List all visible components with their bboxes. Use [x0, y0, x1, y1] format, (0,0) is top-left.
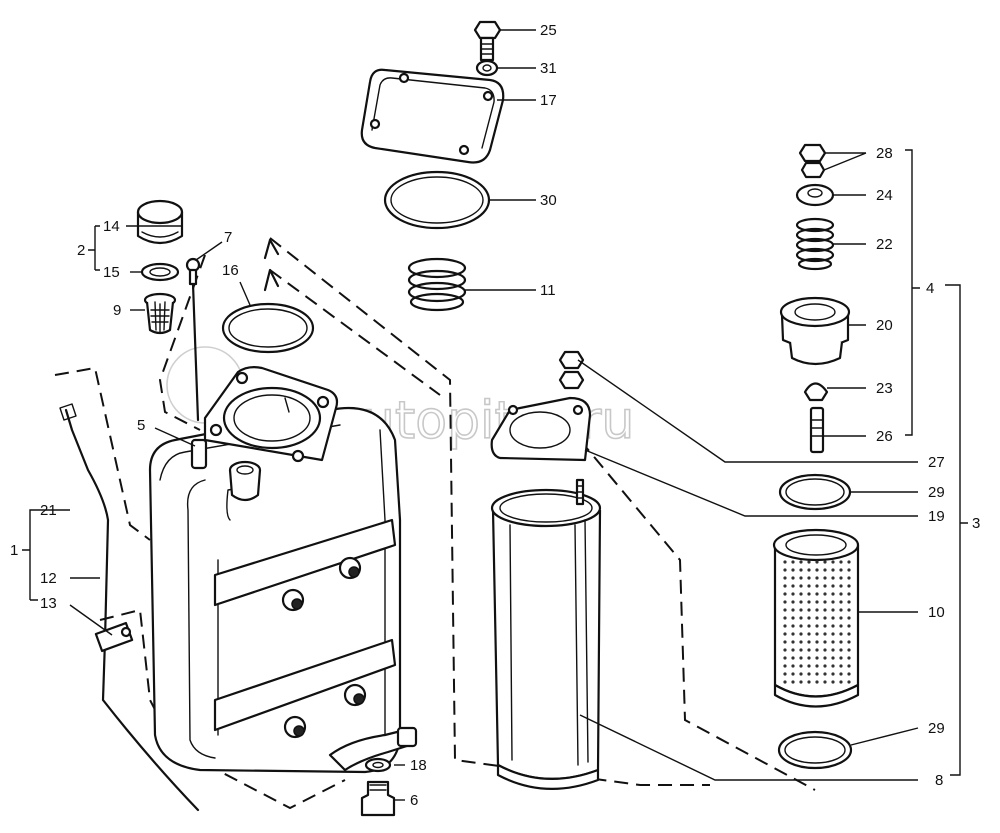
- label-9: 9: [113, 302, 121, 319]
- label-8: 8: [935, 772, 943, 789]
- nuts-27: [558, 350, 585, 390]
- bolt-25: [473, 20, 502, 62]
- label-26: 26: [876, 428, 893, 445]
- rod-7: [185, 257, 201, 422]
- drain-plug-6: [360, 780, 396, 817]
- label-24: 24: [876, 187, 893, 204]
- label-21: 21: [40, 502, 57, 519]
- label-6: 6: [410, 792, 418, 809]
- label-11: 11: [540, 282, 556, 299]
- label-7: 7: [224, 229, 232, 246]
- o-ring-29-bottom: [777, 730, 853, 770]
- label-28: 28: [876, 145, 893, 162]
- label-10: 10: [928, 604, 945, 621]
- label-17: 17: [540, 92, 557, 109]
- label-13: 13: [40, 595, 57, 612]
- label-14: 14: [103, 218, 120, 235]
- o-ring-29-top: [778, 473, 852, 511]
- gasket-15: [140, 262, 180, 282]
- o-ring-30: [383, 170, 491, 230]
- lock-washer-31: [475, 59, 499, 77]
- nuts-28: [798, 143, 827, 179]
- sprayer-tank: [148, 366, 418, 774]
- label-19: 19: [928, 508, 945, 525]
- part-labels: 25 31 17 30 11 14 15 2 9 7 16 5 18 6 21 …: [10, 22, 980, 809]
- stem-26: [809, 406, 825, 454]
- filter-element-10: [772, 528, 860, 708]
- label-27: 27: [928, 454, 945, 471]
- label-1: 1: [10, 542, 18, 559]
- gasket-ring-16: [221, 302, 315, 354]
- label-4: 4: [926, 280, 934, 297]
- spring-11: [407, 257, 467, 312]
- cap-14: [136, 199, 184, 245]
- leader-lines: [22, 29, 968, 801]
- label-30: 30: [540, 192, 557, 209]
- flange-gasket-19: [490, 396, 592, 462]
- lance-12: [59, 403, 200, 812]
- label-25: 25: [540, 22, 557, 39]
- label-12: 12: [40, 570, 57, 587]
- label-29-bottom: 29: [928, 720, 945, 737]
- label-22: 22: [876, 236, 893, 253]
- valve-cone-23: [803, 382, 829, 402]
- filter-housing-8: [490, 478, 602, 790]
- label-16: 16: [222, 262, 239, 279]
- cover-plate-17: [360, 68, 505, 164]
- label-31: 31: [540, 60, 557, 77]
- spring-cap-24: [795, 183, 835, 207]
- label-15: 15: [103, 264, 120, 281]
- label-29-top: 29: [928, 484, 945, 501]
- washer-18: [364, 757, 392, 773]
- label-20: 20: [876, 317, 893, 334]
- valve-body-20: [779, 296, 851, 366]
- spring-22: [795, 217, 835, 271]
- label-18: 18: [410, 757, 427, 774]
- label-2: 2: [77, 242, 85, 259]
- strainer-9: [143, 292, 177, 335]
- label-3: 3: [972, 515, 980, 532]
- label-23: 23: [876, 380, 893, 397]
- label-5: 5: [137, 417, 145, 434]
